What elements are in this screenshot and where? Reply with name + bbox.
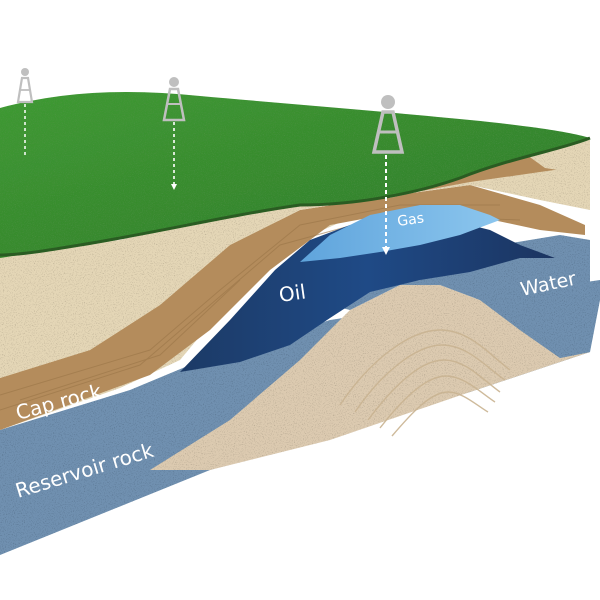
- anticline-core: [150, 285, 590, 470]
- anticline-stripes: [339, 329, 511, 437]
- drill-tip-3: [382, 247, 390, 255]
- water-zone: [310, 235, 590, 358]
- oil-derrick-icon: [16, 68, 34, 104]
- oil-label: Oil: [277, 279, 307, 307]
- sand-layer-upper: [0, 160, 590, 378]
- drill-tip-2: [171, 184, 177, 190]
- oil-trap: [180, 218, 555, 372]
- grass-edge: [0, 136, 591, 257]
- oil-derrick-icon: [371, 95, 405, 154]
- cap-rock-layer: [0, 185, 585, 430]
- oil-derrick-icon: [162, 77, 186, 122]
- gas-cap: [300, 205, 500, 262]
- grass-surface: [0, 92, 590, 258]
- gas-label: Gas: [396, 210, 425, 230]
